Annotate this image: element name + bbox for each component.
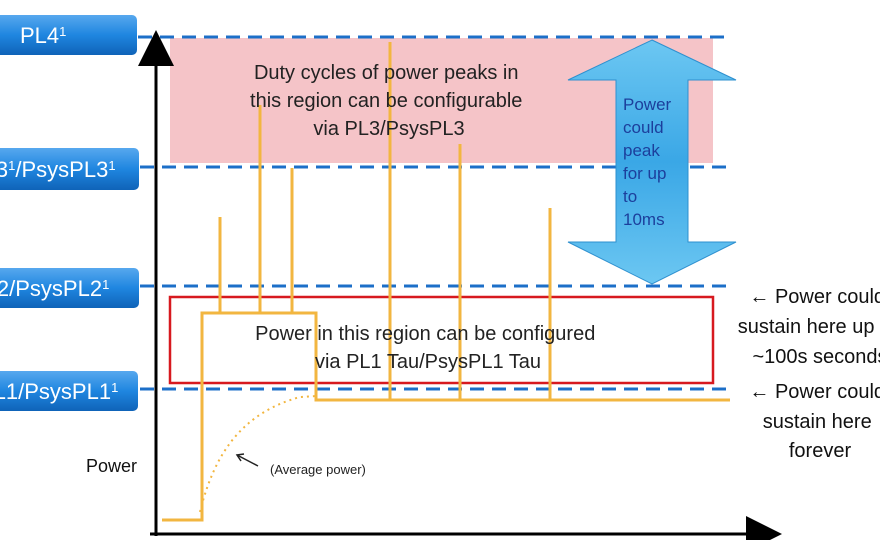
limit-tag-pl2-bg <box>0 268 139 308</box>
limit-tag-pl4: PL41 <box>0 15 137 55</box>
peak-region-caption: Duty cycles of power peaks in this regio… <box>250 62 528 140</box>
limit-tag-pl1: PL1/PsysPL11 <box>0 371 138 411</box>
limit-tag-pl2-label: PL2/PsysPL21 <box>0 276 109 301</box>
limit-tag-pl2: PL2/PsysPL21 <box>0 268 139 308</box>
average-power-pointer <box>235 453 259 467</box>
limit-tag-pl1-bg <box>0 371 138 411</box>
pl1-sustain-note: ← Power could sustain here forever <box>749 381 880 462</box>
average-power-label: (Average power) <box>270 462 366 477</box>
power-trace <box>162 42 730 522</box>
limit-tag-pl4-bg <box>0 15 137 55</box>
pl2-sustain-note: ← Power could sustain here up to ~100s s… <box>738 286 880 368</box>
limit-tag-pl3: PL31/PsysPL31 <box>0 148 139 190</box>
y-axis-label: Power <box>86 456 137 476</box>
limit-tag-pl4-label: PL41 <box>20 23 66 48</box>
sustain-region-caption: Power in this region can be configured v… <box>255 323 601 373</box>
sustain-region <box>168 295 715 385</box>
limit-tag-pl1-label: PL1/PsysPL11 <box>0 379 118 404</box>
limit-tag-pl3-label: PL31/PsysPL31 <box>0 157 116 182</box>
peak-duration-label: Power could peak for up to 10ms <box>623 95 676 229</box>
average-power-curve <box>199 395 317 513</box>
peak-duration-arrow <box>567 39 737 285</box>
limit-tag-pl3-bg <box>0 148 139 190</box>
